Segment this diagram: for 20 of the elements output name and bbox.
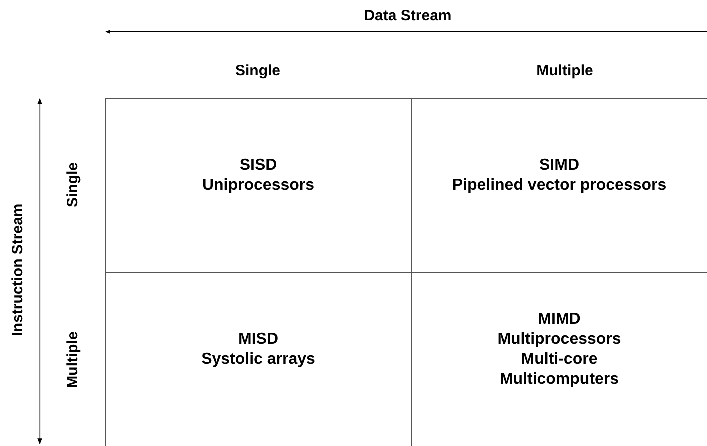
cell-heading: MIMD — [538, 310, 581, 330]
cell-heading: SIMD — [540, 156, 580, 176]
cell-text: Multicomputers — [500, 370, 620, 390]
table-cell — [411, 272, 707, 446]
table-cell — [105, 98, 411, 272]
column-header: Multiple — [536, 62, 594, 80]
cell-heading: SISD — [240, 156, 278, 176]
cell-text: Multiprocessors — [498, 330, 622, 350]
axis-title: Instruction Stream — [10, 204, 26, 336]
row-header: Single — [64, 162, 82, 208]
column-header: Single — [236, 62, 280, 80]
cell-text: Multi-core — [521, 350, 598, 370]
table-cell — [411, 98, 707, 272]
cell-text: Uniprocessors — [202, 176, 315, 196]
cell-text: Pipelined vector processors — [452, 176, 667, 196]
cell-heading: MISD — [238, 330, 278, 350]
axis-title: Data Stream — [364, 8, 452, 24]
cell-text: Systolic arrays — [202, 350, 316, 370]
row-header: Multiple — [64, 332, 82, 388]
table-cell — [105, 272, 411, 446]
